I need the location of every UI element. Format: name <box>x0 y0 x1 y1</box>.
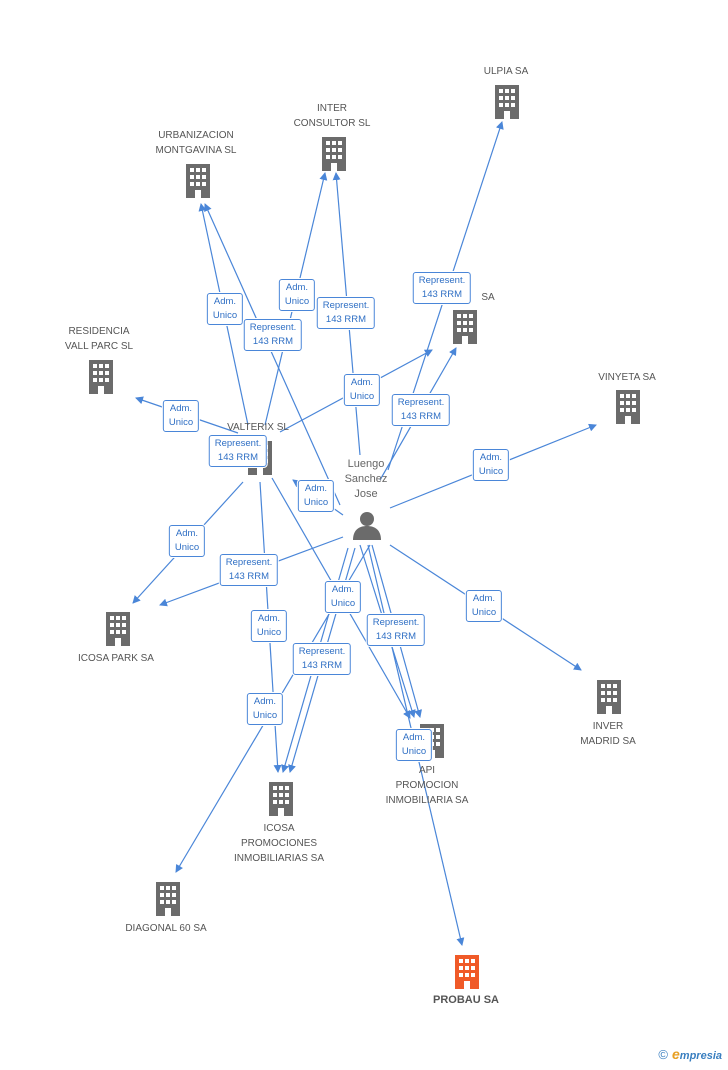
edge-label-adm-unico[interactable]: Adm. Unico <box>343 374 381 406</box>
person-icon[interactable] <box>353 512 381 540</box>
edge-label-adm-unico[interactable]: Adm. Unico <box>472 449 510 481</box>
edge-label-represent[interactable]: Represent. 143 RRM <box>208 435 268 467</box>
edge-label-represent[interactable]: Represent. 143 RRM <box>391 394 451 426</box>
node-label-urbanizacion[interactable]: URBANIZACION MONTGAVINA SL <box>155 130 237 156</box>
inver-building-icon[interactable] <box>597 680 621 714</box>
node-label-icosa-prom[interactable]: ICOSA PROMOCIONES INMOBILIARIAS SA <box>233 823 325 864</box>
edge-label-represent[interactable]: Represent. 143 RRM <box>412 272 472 304</box>
urbanizacion-building-icon[interactable] <box>186 164 210 198</box>
node-label-vinyeta[interactable]: VINYETA SA <box>598 372 656 383</box>
edge-label-adm-unico[interactable]: Adm. Unico <box>324 581 362 613</box>
vinyeta-building-icon[interactable] <box>616 390 640 424</box>
node-label-inver[interactable]: INVER MADRID SA <box>580 721 636 747</box>
edge-label-adm-unico[interactable]: Adm. Unico <box>250 610 288 642</box>
edge-label-adm-unico[interactable]: Adm. Unico <box>168 525 206 557</box>
edge-label-represent[interactable]: Represent. 143 RRM <box>366 614 426 646</box>
copyright-icon: © <box>658 1047 668 1062</box>
edge-label-adm-unico[interactable]: Adm. Unico <box>465 590 503 622</box>
node-label-probau[interactable]: PROBAU SA <box>432 994 500 1006</box>
node-label-diagonal[interactable]: DIAGONAL 60 SA <box>125 923 207 934</box>
diagonal-building-icon[interactable] <box>156 882 180 916</box>
inter-building-icon[interactable] <box>322 137 346 171</box>
edge-label-adm-unico[interactable]: Adm. Unico <box>278 279 316 311</box>
edge-label-represent[interactable]: Represent. 143 RRM <box>292 643 352 675</box>
node-label-sa[interactable]: SA <box>481 292 495 303</box>
edge-label-represent[interactable]: Represent. 143 RRM <box>316 297 376 329</box>
edge-label-adm-unico[interactable]: Adm. Unico <box>206 293 244 325</box>
node-label-ulpia[interactable]: ULPIA SA <box>483 66 529 77</box>
ulpia-building-icon[interactable] <box>495 85 519 119</box>
sa-building-icon[interactable] <box>453 310 477 344</box>
icosa-prom-building-icon[interactable] <box>269 782 293 816</box>
edge-label-adm-unico[interactable]: Adm. Unico <box>246 693 284 725</box>
person-label[interactable]: Luengo Sanchez Jose <box>344 458 388 500</box>
node-label-api[interactable]: API PROMOCION INMOBILIARIA SA <box>385 765 469 806</box>
node-label-valterix[interactable]: VALTERIX SL <box>227 422 289 433</box>
edge-label-adm-unico[interactable]: Adm. Unico <box>297 480 335 512</box>
node-label-inter[interactable]: INTER CONSULTOR SL <box>293 103 371 129</box>
icosa-park-building-icon[interactable] <box>106 612 130 646</box>
edge-label-adm-unico[interactable]: Adm. Unico <box>162 400 200 432</box>
footer-brand: © empresia <box>658 1046 722 1062</box>
residencia-building-icon[interactable] <box>89 360 113 394</box>
brand-logo: empresia <box>672 1046 722 1062</box>
edge-label-represent[interactable]: Represent. 143 RRM <box>219 554 279 586</box>
probau-building-icon[interactable] <box>455 955 479 989</box>
node-label-icosa-park[interactable]: ICOSA PARK SA <box>78 653 154 664</box>
edge-label-represent[interactable]: Represent. 143 RRM <box>243 319 303 351</box>
edge-person-urbanizacion <box>204 203 341 506</box>
node-label-residencia[interactable]: RESIDENCIA VALL PARC SL <box>64 326 134 352</box>
edge-label-adm-unico[interactable]: Adm. Unico <box>395 729 433 761</box>
